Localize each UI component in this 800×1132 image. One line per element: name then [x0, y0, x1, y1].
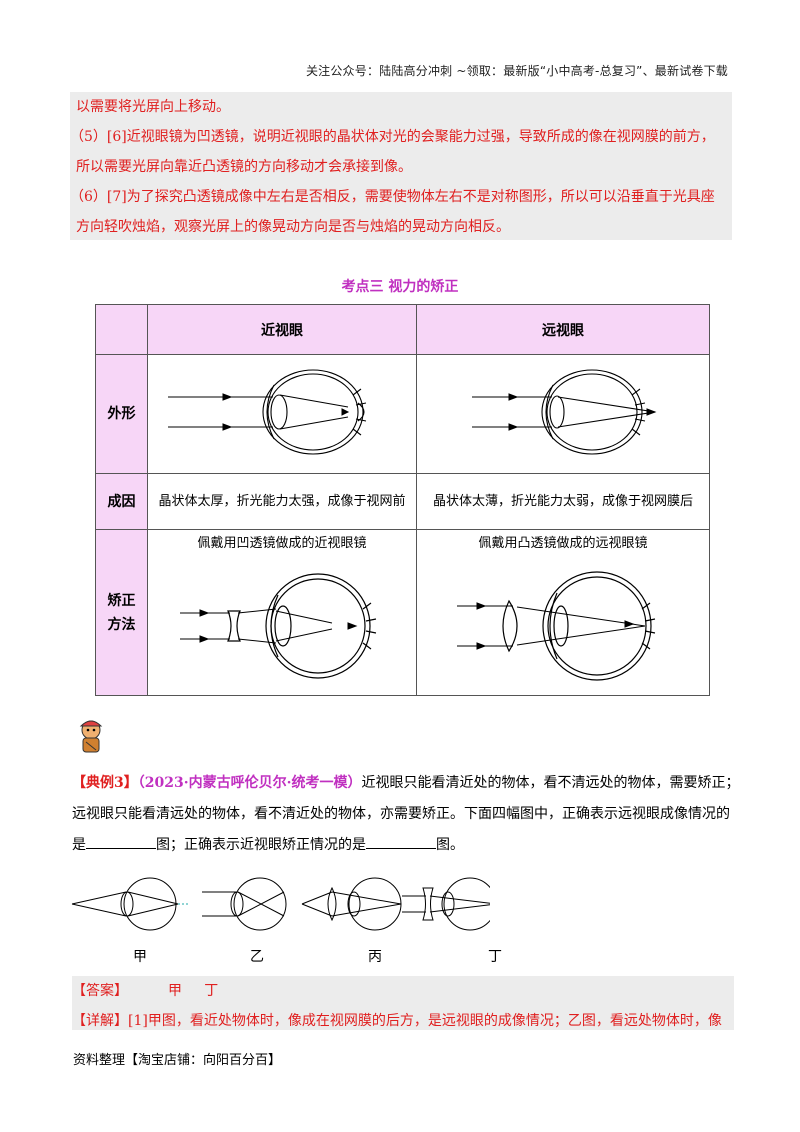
page-header: 关注公众号：陆陆高分冲刺 ~领取：最新版“小中高考-总复习”、最新试卷下载: [305, 64, 728, 78]
example-text-1: 近视眼只能看清近处的物体，看不清远处的物体，需要矫正；远视眼只能看清远处的物体，…: [72, 775, 740, 853]
detail-line: 【详解】[1]甲图，看近处物体时，像成在视网膜的后方，是远视眼的成像情况；乙图，…: [72, 1006, 734, 1036]
eye-figures: [71, 877, 490, 931]
row-label-correction: 矫正 方法: [95, 529, 148, 696]
corner-cell: [95, 304, 148, 355]
hyperopia-eye-diagram: [416, 354, 710, 474]
convex-lens-correction-diagram: [457, 571, 656, 681]
example-text-3: 图。: [436, 837, 464, 853]
section-title: 考点三 视力的矫正: [341, 279, 459, 295]
example-source: （2023·内蒙古呼伦贝尔·统考一模）: [137, 775, 362, 791]
row-label-appearance: 外形: [95, 354, 148, 474]
example-text-2: 图；正确表示近视眼矫正情况的是: [156, 837, 366, 853]
example-question: 【典例3】（2023·内蒙古呼伦贝尔·统考一模）近视眼只能看清近处的物体，看不清…: [72, 768, 742, 861]
row-label-correction-1: 矫正: [107, 592, 136, 609]
analysis-line: 所以需要光屏向靠近凸透镜的方向移动才会承接到像。: [76, 159, 412, 175]
analysis-block: 以需要将光屏向上移动。 （5）[6]近视眼镜为凹透镜，说明近视眼的晶状体对光的会…: [70, 92, 732, 240]
row-label-cause: 成因: [95, 473, 148, 530]
header-myopia: 近视眼: [147, 304, 417, 355]
vision-correction-table: 近视眼 远视眼 外形: [95, 304, 710, 696]
analysis-line: 方向轻吹烛焰，观察光屏上的像晃动方向是否与烛焰的晃动方向相反。: [76, 219, 510, 235]
correction-hyperopia-caption: 佩戴用凸透镜做成的远视眼镜: [478, 536, 648, 551]
correction-myopia-caption: 佩戴用凹透镜做成的近视眼镜: [197, 536, 367, 551]
figure-label-ding: 丁: [488, 949, 502, 965]
page-footer: 资料整理【淘宝店铺：向阳百分百】: [73, 1053, 282, 1068]
answer-values: 甲 丁: [168, 983, 219, 999]
row-label-correction-2: 方法: [107, 616, 136, 633]
answer-block: 【答案】 甲 丁 【详解】[1]甲图，看近处物体时，像成在视网膜的后方，是远视眼的…: [72, 976, 734, 1030]
figure-label-bing: 丙: [368, 949, 382, 965]
answer-tag: 【答案】: [72, 983, 128, 999]
figure-label-yi: 乙: [250, 949, 264, 965]
answer-blank-2[interactable]: [366, 834, 436, 849]
myopia-eye-diagram: [147, 354, 417, 474]
header-hyperopia: 远视眼: [416, 304, 710, 355]
figure-label-jia: 甲: [133, 949, 147, 965]
mascot-icon: [79, 720, 103, 753]
concave-lens-correction-diagram: [180, 573, 377, 679]
cause-myopia: 晶状体太厚，折光能力太强，成像于视网前: [147, 473, 417, 530]
answer-line: 【答案】 甲 丁: [72, 976, 734, 1006]
example-tag: 【典例3】: [72, 775, 138, 791]
detail-tag: 【详解】: [72, 1013, 128, 1029]
correction-hyperopia-cell: 佩戴用凸透镜做成的远视眼镜: [416, 529, 710, 696]
analysis-line: （6）[7]为了探究凸透镜成像中左右是否相反，需要使物体左右不是对称图形，所以可…: [70, 189, 715, 205]
cause-hyperopia: 晶状体太薄，折光能力太弱，成像于视网膜后: [416, 473, 710, 530]
answer-blank-1[interactable]: [86, 834, 156, 849]
correction-myopia-cell: 佩戴用凹透镜做成的近视眼镜: [147, 529, 417, 696]
analysis-line: 以需要将光屏向上移动。: [76, 99, 230, 115]
analysis-line: （5）[6]近视眼镜为凹透镜，说明近视眼的晶状体对光的会聚能力过强，导致所成的像…: [70, 129, 715, 145]
detail-text: [1]甲图，看近处物体时，像成在视网膜的后方，是远视眼的成像情况；乙图，看远处物…: [128, 1013, 722, 1029]
